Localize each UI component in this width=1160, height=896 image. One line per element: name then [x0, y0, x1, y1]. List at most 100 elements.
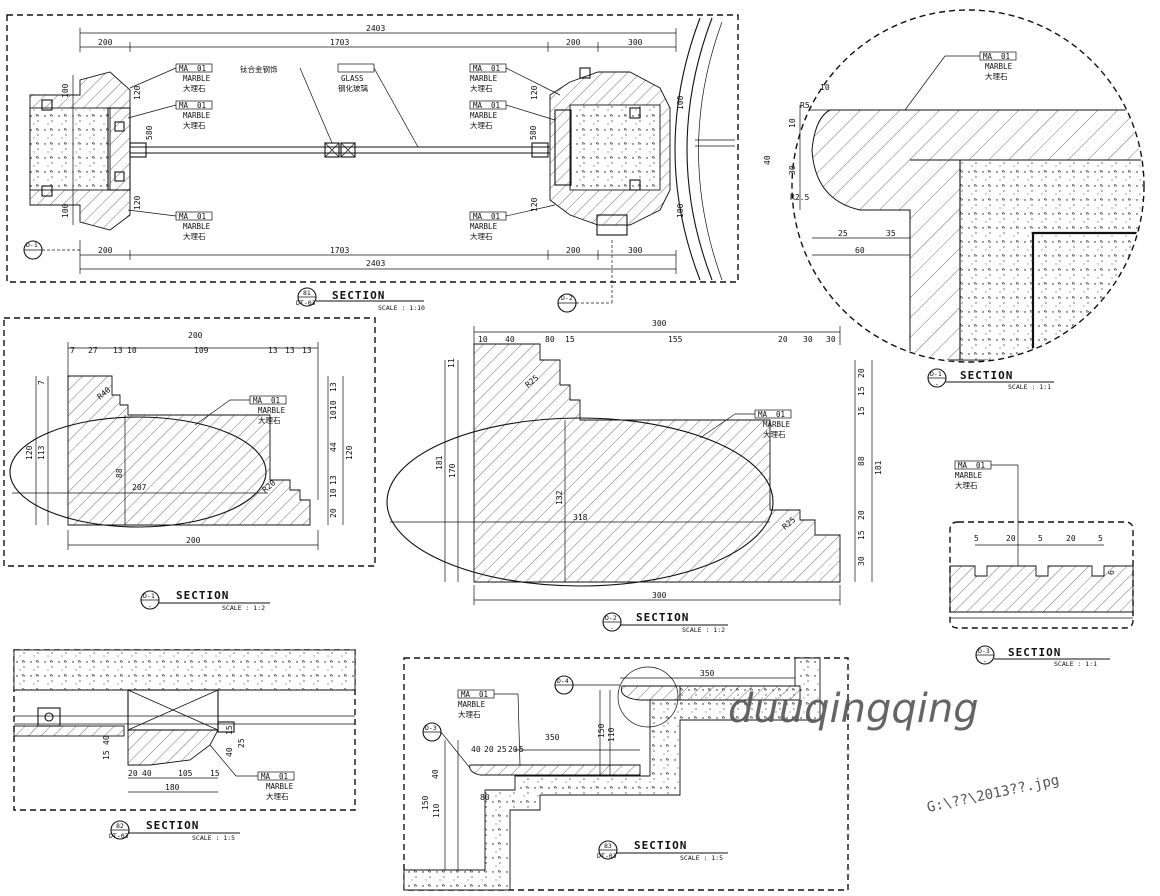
- bl-dim-15c: 15: [225, 725, 234, 735]
- stair-dim-110b: 110: [432, 803, 441, 818]
- top-bottom-seg-3: 200: [566, 246, 581, 255]
- sec300-part-5: 155: [668, 335, 683, 344]
- detail-dim-25: 25: [838, 229, 848, 238]
- sec200-part-2: 27: [88, 346, 98, 355]
- tag-glass: GLASS 钢化玻璃: [337, 63, 419, 148]
- sec300-part-8: 30: [826, 335, 836, 344]
- stair-tag: MA 01 MARBLE 大理石: [457, 689, 521, 766]
- sec300-left-2: 181: [435, 455, 444, 470]
- tag-marble-top-left: MA 01 MARBLE 大理石: [129, 63, 213, 93]
- sec200-right-7: 20: [329, 508, 338, 518]
- stair-dim-20b: 20: [508, 745, 518, 754]
- tag-marble-bottom-right: MA 01 MARBLE 大理石: [469, 204, 556, 241]
- detail-dim-r5: R5: [800, 101, 810, 110]
- detail-circle-boundary: [791, 9, 1145, 363]
- svg-text:SCALE : 1:2: SCALE : 1:2: [222, 604, 265, 612]
- svg-text:SECTION: SECTION: [1008, 646, 1061, 659]
- svg-text:81: 81: [303, 289, 311, 297]
- small-dim-5: 5: [1098, 534, 1103, 543]
- svg-text:DT-03: DT-03: [296, 299, 316, 307]
- sec200-right-2: 10: [329, 400, 338, 410]
- stair-frame: [403, 657, 849, 891]
- sec200-width: 207: [132, 483, 147, 492]
- sec200-right-6: 13: [329, 475, 338, 485]
- svg-text:-: -: [935, 380, 939, 388]
- bl-dim-105: 105: [178, 769, 193, 778]
- section-300-ellipse: [386, 417, 774, 587]
- svg-text:SECTION: SECTION: [634, 839, 687, 852]
- top-right-dim-5: 100: [676, 203, 685, 218]
- svg-text:MARBLE: MARBLE: [955, 471, 983, 480]
- tag-metal: 钛合金钢饰: [240, 64, 333, 144]
- detail-dim-40: 40: [763, 155, 772, 165]
- sec200-left-2: 113: [37, 445, 46, 460]
- svg-text:MARBLE: MARBLE: [763, 420, 791, 429]
- svg-text:MA: MA: [261, 772, 271, 781]
- svg-text:SECTION: SECTION: [176, 589, 229, 602]
- sec300-right-4: 88: [857, 456, 866, 466]
- small-detail-title: D-3 - SECTION SCALE : 1:1: [975, 645, 1110, 668]
- svg-text:01: 01: [279, 772, 288, 781]
- svg-text:钢化玻璃: 钢化玻璃: [338, 83, 368, 93]
- small-dim-4: 20: [1066, 534, 1076, 543]
- sec300-right-2: 15: [857, 386, 866, 396]
- bl-title: 82 DT-03 SECTION SCALE : 1:5: [109, 819, 240, 842]
- bl-dim-40: 40: [102, 735, 111, 745]
- sec200-left-1: 7: [37, 380, 46, 385]
- svg-text:D-3: D-3: [978, 647, 990, 655]
- sec300-part-3: 80: [545, 335, 555, 344]
- sec300-right-1: 20: [857, 368, 866, 378]
- sec200-center: 88: [115, 468, 124, 478]
- sec300-right-3: 15: [857, 406, 866, 416]
- detail-circle: 10 10 R5 40 30 R2.5 25 35 60 MA 01 MARBL…: [763, 9, 1145, 391]
- sec300-tag: MA 01 MARBLE 大理石: [699, 409, 792, 439]
- top-side-dim-4: 120: [133, 195, 142, 210]
- svg-text:-: -: [983, 657, 987, 665]
- detail-dim-10b: 10: [820, 83, 830, 92]
- sec200-part-4: 10: [127, 346, 137, 355]
- svg-text:MA: MA: [758, 410, 768, 419]
- bl-dim-180: 180: [165, 783, 180, 792]
- sec200-right-4: 44: [329, 442, 338, 452]
- svg-text:01: 01: [197, 212, 206, 221]
- sec300-top: 300: [652, 319, 667, 328]
- bl-dim-40c: 40: [225, 747, 234, 757]
- sec200-part-1: 7: [70, 346, 75, 355]
- svg-text:SECTION: SECTION: [960, 369, 1013, 382]
- svg-text:大理石: 大理石: [955, 480, 978, 490]
- sec300-bottom: 300: [652, 591, 667, 600]
- svg-text:大理石: 大理石: [458, 709, 481, 719]
- tag-marble-top-right: MA 01 MARBLE 大理石: [469, 63, 561, 96]
- stair-title: 83 DT-03 SECTION SCALE : 1:5: [597, 839, 728, 862]
- detail-dim-30: 30: [788, 165, 797, 175]
- sec300-width: 318: [573, 513, 588, 522]
- svg-text:83: 83: [604, 842, 612, 850]
- svg-text:D-4: D-4: [557, 677, 569, 685]
- sec200-bottom: 200: [186, 536, 201, 545]
- svg-text:D-1: D-1: [143, 592, 155, 600]
- stair-dim-20: 20: [484, 745, 494, 754]
- svg-text:MARBLE: MARBLE: [183, 222, 211, 231]
- top-side-dim-3: 580: [145, 125, 154, 140]
- svg-text:01: 01: [197, 101, 206, 110]
- small-detail-profile: [949, 565, 1134, 613]
- small-dim-3: 5: [1038, 534, 1043, 543]
- stair-dim-150b: 150: [421, 795, 430, 810]
- svg-text:D-2: D-2: [605, 614, 617, 622]
- sec200-part-5: 109: [194, 346, 209, 355]
- svg-text:MARBLE: MARBLE: [470, 111, 498, 120]
- svg-text:01: 01: [271, 396, 280, 405]
- svg-text:MA: MA: [179, 64, 189, 73]
- svg-text:01: 01: [479, 690, 488, 699]
- top-seg-4: 300: [628, 38, 643, 47]
- svg-text:大理石: 大理石: [183, 231, 206, 241]
- top-section-frame: [6, 14, 739, 283]
- top-side-dim-1: 100: [61, 83, 70, 98]
- svg-text:MA: MA: [473, 101, 483, 110]
- svg-text:SCALE : 1:1: SCALE : 1:1: [1054, 660, 1097, 668]
- svg-text:01: 01: [491, 64, 500, 73]
- stair-dim-110: 110: [607, 727, 616, 742]
- sec300-right-7: 30: [857, 556, 866, 566]
- svg-text:大理石: 大理石: [985, 71, 1008, 81]
- stair-dim-5: 5: [519, 745, 524, 754]
